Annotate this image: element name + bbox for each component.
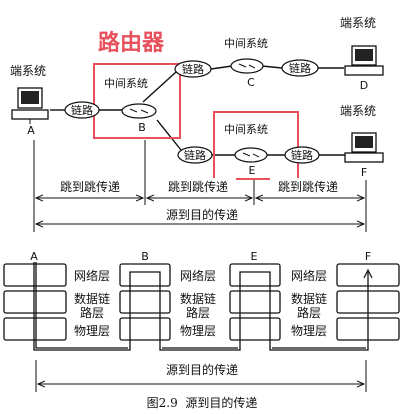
intermediate-system-e-label: 中间系统 (224, 123, 268, 136)
source-to-dest-label-top: 源到目的传递 (166, 207, 238, 222)
hop-label-3: 跳到跳传递 (278, 179, 338, 194)
layer-datalink-label-2: 路层 (297, 305, 321, 320)
end-system-d: 端系统 D (340, 16, 384, 92)
node-c-label: C (247, 76, 255, 89)
link-cd: 链路 (281, 59, 319, 77)
intermediate-system-b: 中间系统 B (104, 77, 157, 134)
figure-caption: 图2.9 源到目的传递 (147, 395, 258, 410)
layer-network-label: 网络层 (180, 268, 216, 283)
layer-physical-label: 物理层 (74, 324, 110, 338)
layer-datalink-label-2: 路层 (80, 305, 104, 320)
data-path (33, 262, 369, 351)
link-bc-label: 链路 (182, 62, 204, 76)
router-icon (121, 103, 157, 119)
node-a-label: A (27, 124, 35, 137)
layer-labels-3: 网络层 数据链 路层 物理层 (291, 268, 327, 338)
bottom-node-a-label: A (30, 250, 38, 263)
router-highlight-box (93, 63, 181, 139)
node-b-label: B (138, 121, 146, 134)
end-system-d-label: 端系统 (340, 16, 376, 30)
router-icon (230, 58, 264, 74)
intermediate-system-e: 中间系统 E (224, 123, 268, 177)
layer-datalink-label-1: 数据链 (74, 291, 110, 306)
computer-icon (344, 45, 384, 76)
link-be-label: 链路 (184, 148, 206, 162)
layer-network-label: 网络层 (74, 268, 110, 283)
end-system-a: 端系统 A (10, 64, 49, 137)
link-bc: 链路 (174, 60, 212, 78)
hop-guides (33, 140, 367, 232)
bottom-node-e-label: E (251, 250, 258, 263)
node-d-label: D (360, 79, 368, 92)
layer-labels-1: 网络层 数据链 路层 物理层 (74, 268, 110, 338)
data-path-arrow-up (363, 268, 373, 279)
layer-stack-b (119, 263, 171, 341)
layer-physical-label: 物理层 (291, 324, 327, 338)
layer-datalink-label-2: 路层 (186, 305, 210, 320)
end-system-f: 端系统 F (340, 104, 384, 179)
router-label: 路由器 (98, 30, 165, 56)
layer-network-label: 网络层 (291, 268, 327, 283)
intermediate-system-b-label: 中间系统 (104, 77, 148, 90)
router-highlight-box-2 (213, 111, 299, 180)
source-to-dest-label-bottom: 源到目的传递 (166, 362, 238, 377)
link-ab-label: 链路 (71, 103, 93, 117)
bottom-node-f-label: F (365, 250, 371, 263)
end-system-a-label: 端系统 (10, 64, 46, 78)
link-cd-label: 链路 (289, 61, 311, 75)
bottom-node-b-label: B (141, 250, 149, 263)
layer-stack-a (3, 263, 67, 341)
end-system-f-label: 端系统 (340, 104, 376, 118)
layer-datalink-label-1: 数据链 (291, 291, 327, 306)
intermediate-system-c-label: 中间系统 (224, 37, 268, 50)
link-ab: 链路 (64, 101, 100, 119)
layer-stack-e (229, 263, 281, 341)
link-be: 链路 (177, 146, 213, 164)
network-lines (50, 65, 346, 156)
intermediate-system-c: 中间系统 C (224, 37, 268, 89)
link-ef-label: 链路 (291, 148, 313, 162)
hop-label-2: 跳到跳传递 (168, 179, 228, 194)
layer-datalink-label-1: 数据链 (180, 291, 216, 306)
computer-icon (344, 132, 384, 163)
node-e-label: E (249, 164, 256, 177)
layer-labels-2: 网络层 数据链 路层 物理层 (180, 268, 216, 338)
link-ef: 链路 (284, 146, 320, 164)
bottom-node-labels: A B E F (30, 250, 371, 263)
node-f-label: F (361, 166, 367, 179)
computer-icon (11, 87, 49, 124)
router-icon (234, 147, 268, 163)
layer-physical-label: 物理层 (180, 324, 216, 338)
hop-label-1: 跳到跳传递 (60, 179, 120, 194)
